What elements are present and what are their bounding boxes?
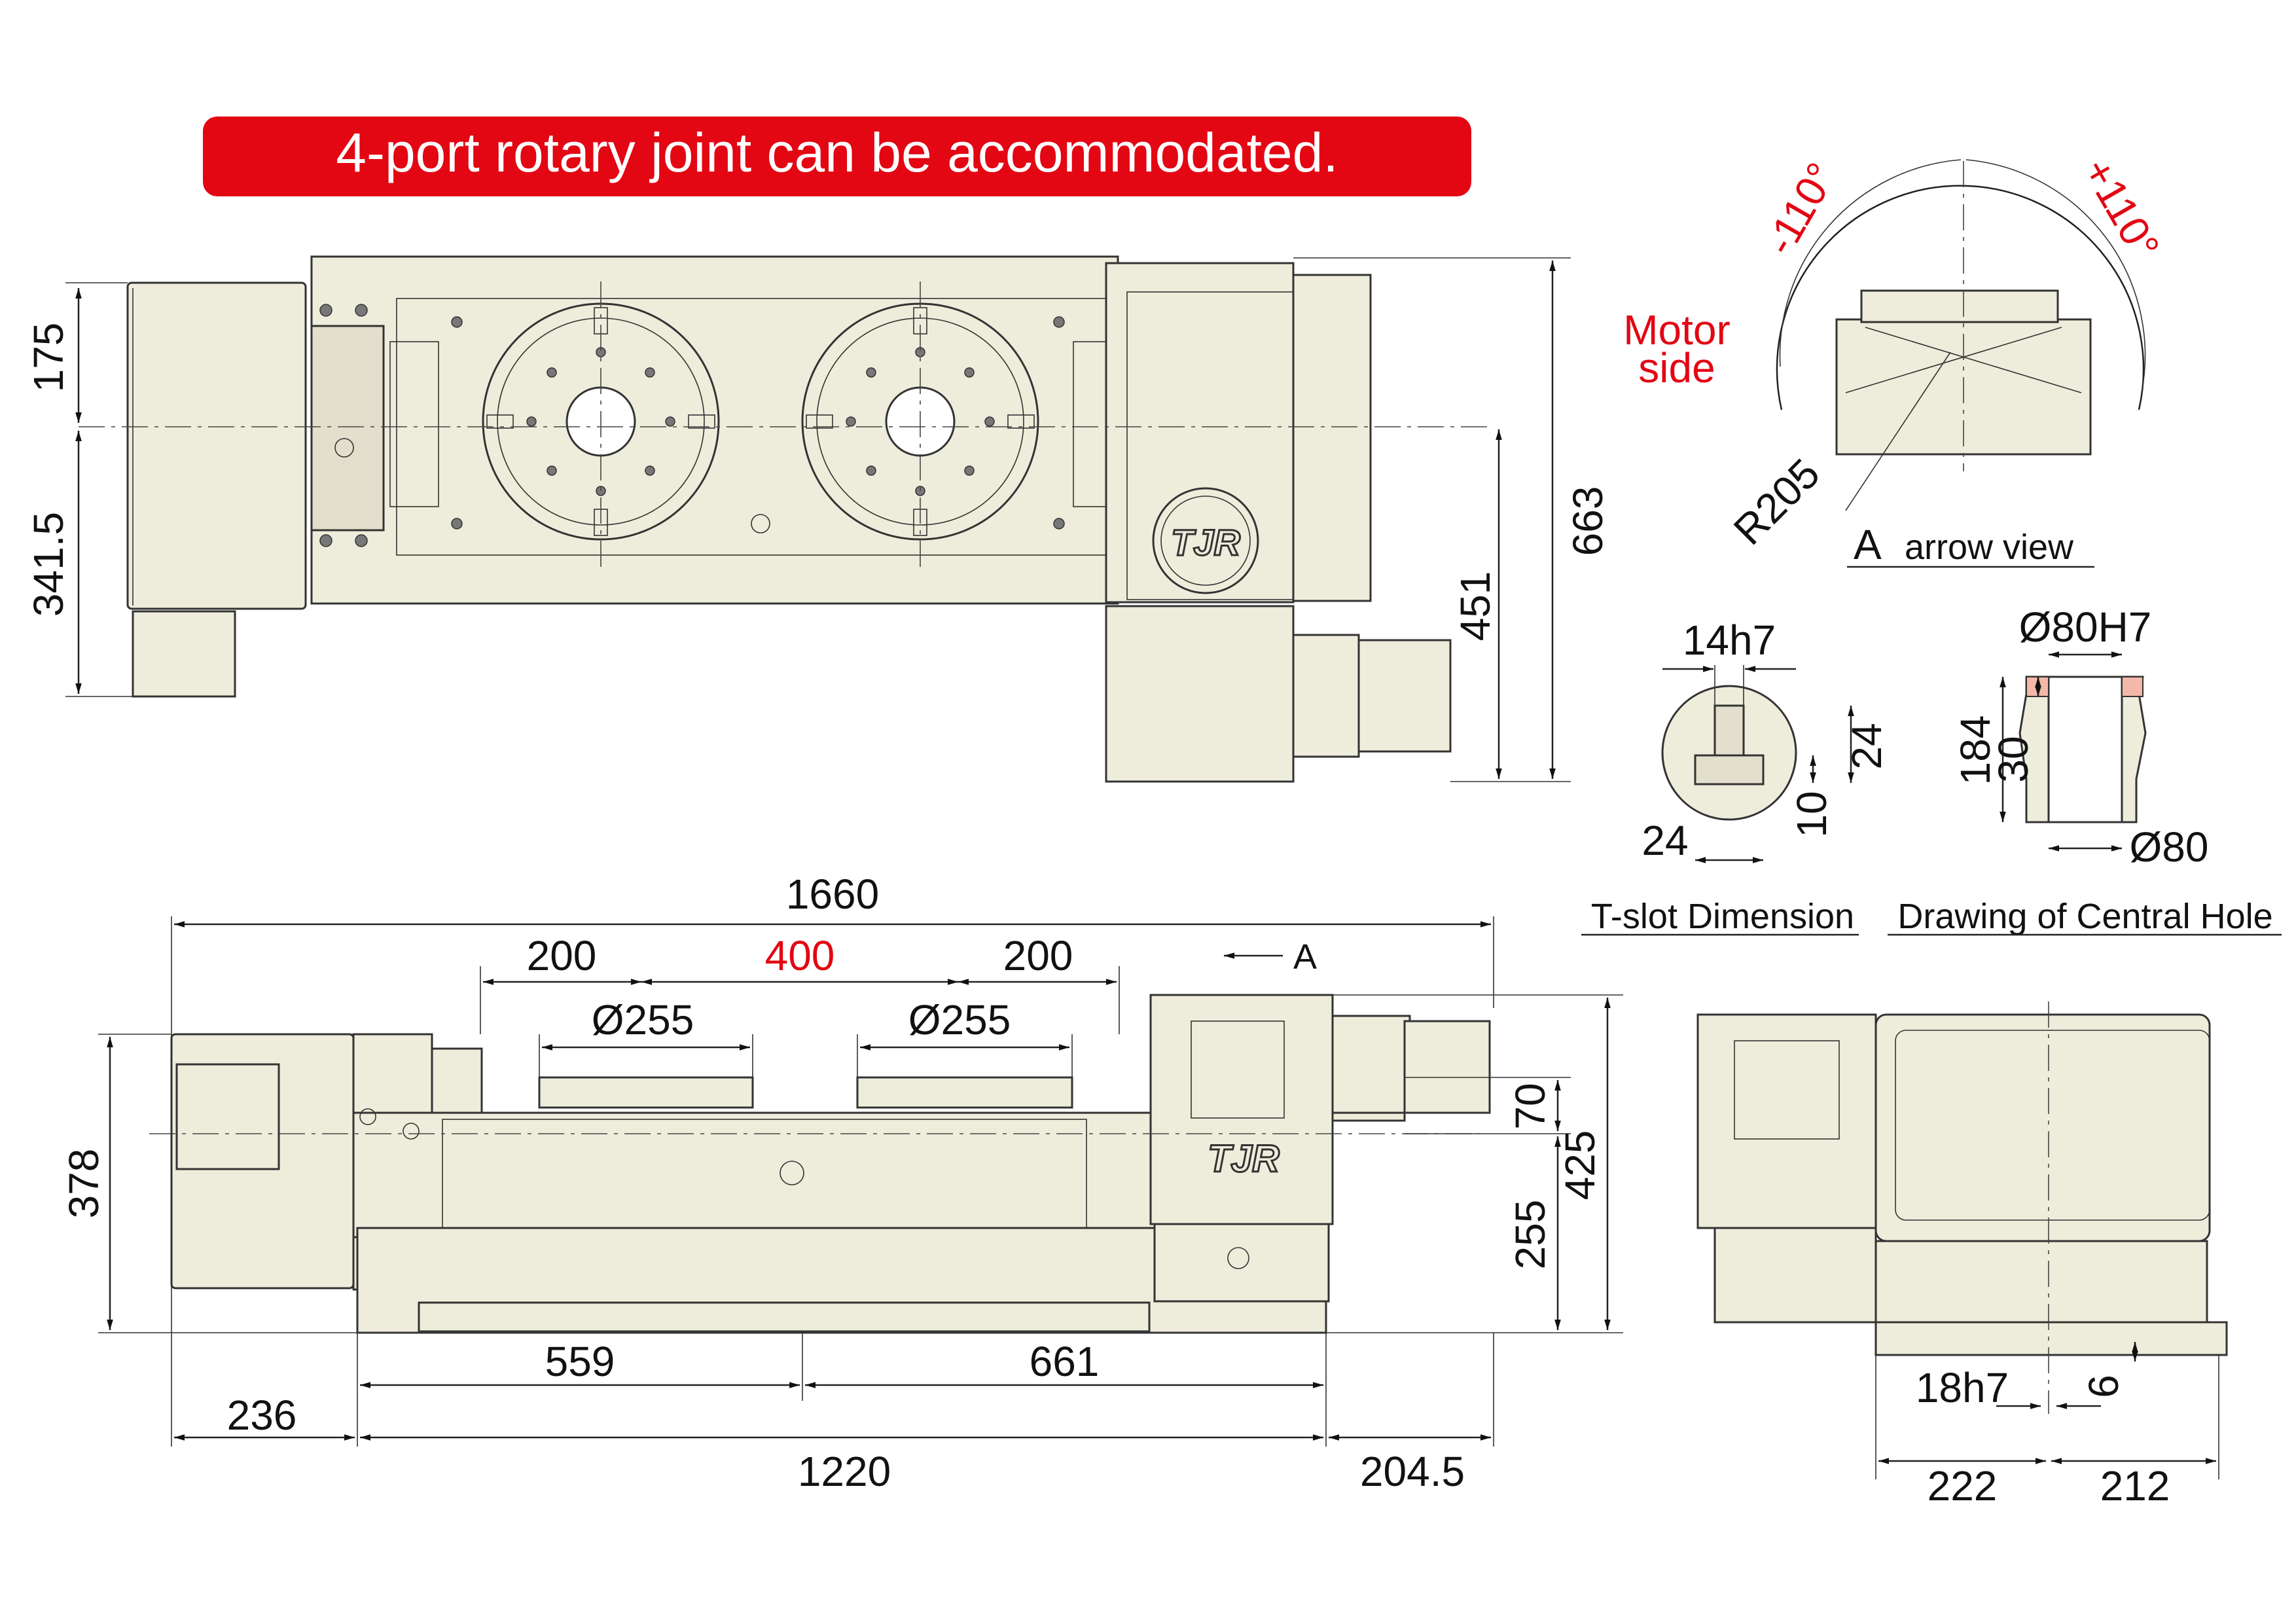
- dim-1660: 1660: [786, 871, 879, 918]
- dim-200-left: 200: [527, 932, 597, 979]
- dim-255: 255: [1507, 1200, 1554, 1270]
- arrow-view-caption-a: A: [1854, 521, 1882, 568]
- tslot-24-bottom: 24: [1641, 817, 1688, 864]
- tslot-caption: T-slot Dimension: [1591, 897, 1854, 936]
- banner: 4-port rotary joint can be accommodated.: [203, 117, 1471, 196]
- dim-200-right: 200: [1003, 932, 1073, 979]
- dim-70: 70: [1507, 1083, 1554, 1129]
- radius-label: R205: [1725, 450, 1829, 554]
- central-hole-184: 184: [1952, 715, 1999, 785]
- top-view-logo: TJR: [1171, 522, 1240, 563]
- front-view: TJR: [60, 871, 1623, 1495]
- dim-425: 425: [1556, 1130, 1604, 1200]
- side-key-18h7: 18h7: [1916, 1364, 2009, 1411]
- dim-400: 400: [765, 932, 835, 979]
- tslot-width: 14h7: [1683, 617, 1776, 664]
- arrow-view: -110° +110° Motor side R205 A arrow view: [1623, 151, 2168, 568]
- dim-378: 378: [60, 1149, 107, 1219]
- motor-side-line2: side: [1638, 344, 1715, 391]
- side-dim-6: 6: [2080, 1375, 2127, 1398]
- dia-255-left: Ø255: [592, 996, 694, 1043]
- top-view: TJR 175 341.5 663 451: [25, 255, 1611, 783]
- central-hole-caption: Drawing of Central Hole: [1897, 897, 2272, 936]
- central-hole-top-dia: Ø80H7: [2019, 604, 2152, 651]
- banner-background: [203, 117, 1471, 196]
- tslot-24-right: 24: [1843, 723, 1890, 769]
- side-dim-212: 212: [2100, 1462, 2170, 1509]
- dim-451: 451: [1452, 571, 1499, 641]
- dim-661: 661: [1030, 1338, 1100, 1385]
- dim-663: 663: [1564, 486, 1611, 556]
- dim-341-5: 341.5: [25, 512, 72, 617]
- dim-175: 175: [25, 323, 72, 393]
- arrow-view-caption: arrow view: [1905, 528, 2074, 567]
- central-hole-detail: Ø80H7 184 30 Ø80 Drawing of Central Hole: [1888, 604, 2282, 936]
- side-dim-222: 222: [1928, 1462, 1998, 1509]
- front-view-logo: TJR: [1208, 1138, 1280, 1180]
- central-hole-bottom-dia: Ø80: [2130, 823, 2209, 871]
- plus-110-label: +110°: [2074, 151, 2169, 268]
- dim-1220: 1220: [798, 1448, 891, 1495]
- dia-255-right: Ø255: [908, 996, 1011, 1043]
- tslot-10: 10: [1788, 791, 1835, 837]
- dim-236: 236: [227, 1392, 297, 1439]
- arrow-a-label: A: [1293, 937, 1317, 977]
- dim-204-5: 204.5: [1360, 1448, 1465, 1495]
- side-view: 18h7 6 222 212: [1696, 1001, 2228, 1509]
- banner-text: 4-port rotary joint can be accommodated.: [336, 122, 1338, 183]
- dim-559: 559: [545, 1338, 615, 1385]
- central-hole-30: 30: [1990, 736, 2037, 782]
- minus-110-label: -110°: [1756, 155, 1846, 263]
- tslot-detail: 14h7 24 24 10 T-slot Dimension: [1581, 617, 1890, 936]
- motor-side-line1: Motor: [1623, 306, 1731, 353]
